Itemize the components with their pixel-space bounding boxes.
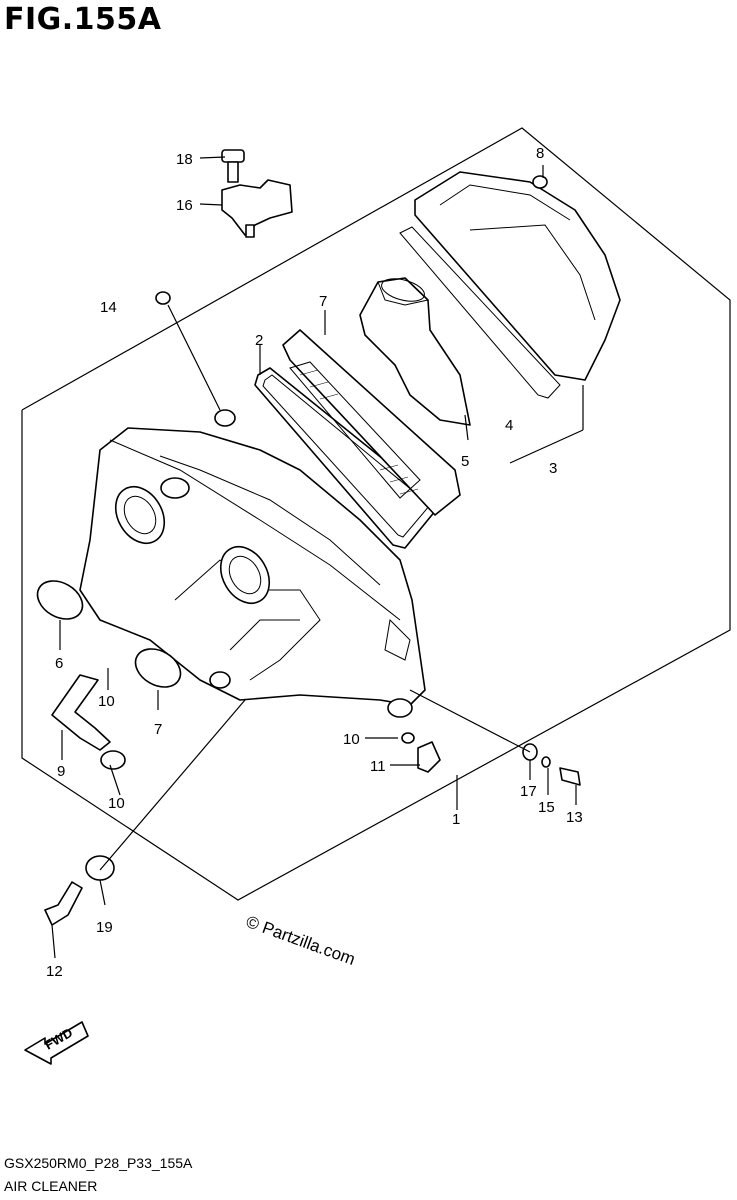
callout-12: 14 xyxy=(100,299,117,316)
callout-7a: 6 xyxy=(55,655,63,672)
gasket-drawing xyxy=(254,367,441,549)
filter-mesh xyxy=(299,369,419,495)
callout-11: 11 xyxy=(370,758,386,775)
fwd-arrow-icon: FWD xyxy=(24,1021,89,1065)
figure-name: AIR CLEANER xyxy=(4,1178,98,1194)
callout-10b: 10 xyxy=(108,795,125,812)
callout-10a: 10 xyxy=(98,693,115,710)
callout-5: 5 xyxy=(461,453,469,470)
callout-17: 18 xyxy=(176,151,193,168)
callout-13: 13 xyxy=(566,809,583,826)
air-cleaner-case-drawing xyxy=(79,409,426,718)
callout-8: 8 xyxy=(536,145,544,162)
callout-10c: 10 xyxy=(343,731,360,748)
filter-element-drawing xyxy=(282,329,461,516)
intake-sensor-drawing xyxy=(221,149,293,238)
callout-7b: 7 xyxy=(154,721,162,738)
case-cover-drawing xyxy=(399,171,621,399)
drain-hose-drawing xyxy=(51,674,111,751)
callout-19: 19 xyxy=(96,919,113,936)
callout-9: 9 xyxy=(57,763,65,780)
callout-16: 16 xyxy=(176,197,193,214)
callout-4: 4 xyxy=(505,417,513,434)
assembly-boundary xyxy=(21,127,731,901)
callout-6: 7 xyxy=(319,293,327,310)
callout-18: 12 xyxy=(46,963,63,980)
part-callouts: 18 16 8 14 2 7 4 5 3 6 10 7 9 10 10 11 1… xyxy=(46,145,583,980)
callout-14: 15 xyxy=(538,799,555,816)
callout-1: 1 xyxy=(452,811,460,828)
callout-15: 17 xyxy=(520,783,537,800)
figure-title: FIG.155A xyxy=(4,2,162,37)
leader-lines xyxy=(51,156,584,959)
drain-plug-drawing xyxy=(100,732,441,773)
intake-duct-drawing xyxy=(359,277,471,426)
figure-code: GSX250RM0_P28_P33_155A xyxy=(4,1155,193,1171)
clamp-drawing xyxy=(36,580,182,688)
callout-3: 3 xyxy=(549,460,557,477)
callout-2: 2 xyxy=(255,332,263,349)
